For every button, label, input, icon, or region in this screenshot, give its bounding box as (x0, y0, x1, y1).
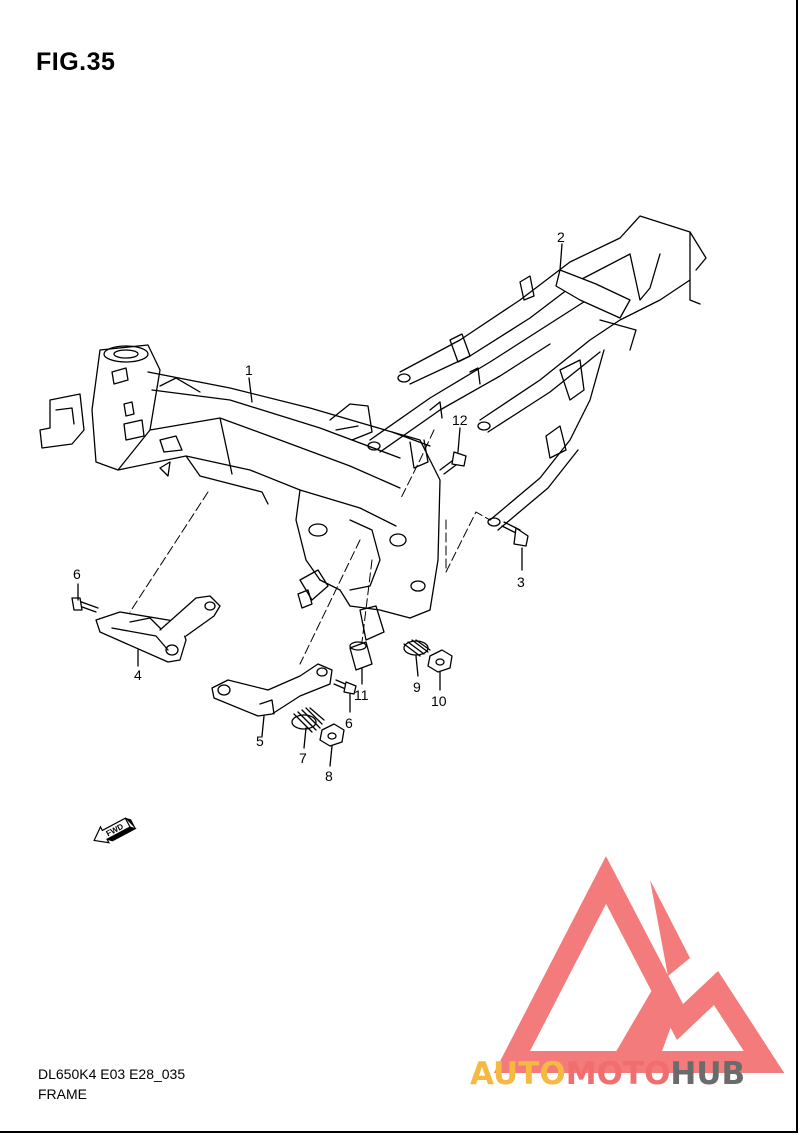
rear-subframe-drawing (367, 215, 707, 531)
watermark-hub: HUB (670, 1056, 745, 1092)
watermark-logo (493, 856, 785, 1073)
watermark-moto: MOTO (566, 1056, 671, 1092)
diagram-name: FRAME (38, 1086, 87, 1102)
callout-10: 10 (431, 693, 447, 709)
diagram-code: DL650K4 E03 E28_035 (38, 1066, 186, 1082)
leader-lines (77, 243, 563, 767)
callout-12: 12 (452, 412, 468, 428)
footrest-bracket-5-drawing (211, 663, 357, 717)
callout-4: 4 (134, 667, 142, 683)
main-frame-drawing (39, 344, 441, 641)
svg-text:AUTOMOTOHUB: AUTOMOTOHUB (470, 1056, 745, 1092)
nut-8-drawing (319, 723, 345, 747)
callout-6-right: 6 (345, 715, 353, 731)
footrest-bracket-4-drawing (71, 595, 221, 663)
collar-11-drawing (349, 641, 373, 671)
spring-9-drawing (403, 639, 431, 657)
callout-1: 1 (245, 362, 253, 378)
nut-10-drawing (427, 649, 453, 673)
bolt-12-drawing (439, 451, 467, 475)
callout-labels: 1 2 3 4 5 6 6 7 8 9 10 11 12 (73, 229, 565, 784)
callout-7: 7 (299, 750, 307, 766)
bolt-3-drawing (501, 521, 529, 547)
callout-11: 11 (354, 687, 369, 703)
callout-6-left: 6 (73, 566, 81, 582)
watermark-text: AUTOMOTOHUB (470, 1056, 745, 1092)
alignment-lines (129, 429, 491, 665)
watermark-auto: AUTO (470, 1056, 566, 1092)
callout-3: 3 (517, 574, 525, 590)
figure-title: FIG.35 (36, 48, 116, 76)
callout-8: 8 (325, 768, 333, 784)
callout-5: 5 (256, 733, 264, 749)
fwd-arrow-icon: FWD (93, 817, 137, 844)
spring-7-drawing (291, 707, 325, 733)
callout-2: 2 (557, 229, 565, 245)
callout-9: 9 (413, 679, 421, 695)
